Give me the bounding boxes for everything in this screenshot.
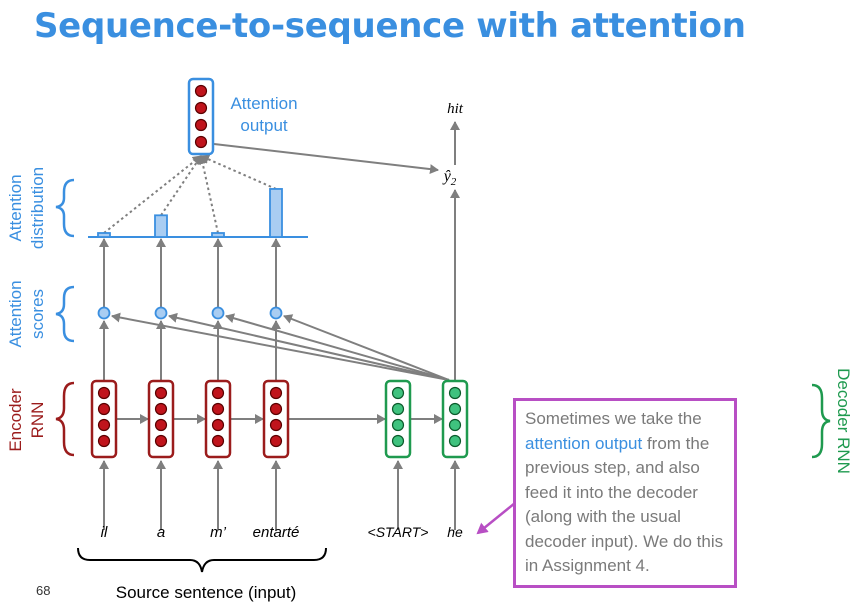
source-word-4: entarté [253, 524, 300, 541]
y-hat-2-label: ŷ2 [442, 168, 457, 188]
attention-score-3 [211, 306, 225, 320]
decoder-input-words: <START> he [368, 524, 463, 540]
decoder-input-word-1: <START> [368, 524, 429, 540]
attention-score-2 [154, 306, 168, 320]
decoder-to-score-arrow-1 [111, 312, 450, 381]
attention-score-4 [269, 306, 283, 320]
source-sentence-label: Source sentence (input) [116, 583, 297, 602]
source-word-3: m’ [210, 524, 226, 541]
brace-decoder [811, 383, 831, 459]
attention-output-vector [187, 77, 215, 156]
source-word-2: a [157, 524, 165, 541]
attention-output-highlight: attention output [525, 433, 643, 453]
weighted-sum-arrow-3 [197, 155, 219, 234]
source-words: il a m’ entarté [101, 524, 300, 541]
decoder-cell-1 [384, 379, 412, 459]
decoder-to-score-arrow-3 [225, 313, 450, 381]
encoder-cell-1 [90, 379, 118, 459]
distribution-bar-1 [97, 232, 111, 238]
decoder-rnn-label: Decoder RNN [834, 368, 853, 474]
decoder-to-score-arrow-2 [168, 312, 450, 381]
assignment-note: Sometimes we take the attention output f… [513, 398, 737, 588]
encoder-cell-3 [204, 379, 232, 459]
rnn-cells [90, 379, 469, 459]
decoder-input-word-2: he [447, 524, 463, 540]
weighted-sum-arrow-1 [103, 155, 202, 234]
brace-source [77, 547, 327, 573]
weighted-sum-arrow-4 [200, 154, 277, 190]
score-circles [97, 306, 283, 320]
attention-output-to-yhat-arrow [213, 143, 439, 175]
output-word-hit: hit [447, 101, 464, 117]
page-number: 68 [36, 583, 51, 598]
distribution-bars [97, 188, 283, 238]
decoder-to-score-arrow-4 [283, 314, 450, 381]
distribution-bar-2 [154, 214, 168, 238]
encoder-cell-2 [147, 379, 175, 459]
weighted-sum-arrow-2 [160, 155, 202, 216]
brace-distribution [55, 178, 75, 238]
arrows-layer [99, 121, 460, 530]
attention-score-1 [97, 306, 111, 320]
brace-scores [55, 285, 75, 343]
note-pointer-arrow [476, 502, 516, 535]
brace-encoder [55, 381, 75, 457]
page-title: Sequence-to-sequence with attention [34, 6, 746, 46]
distribution-bar-3 [211, 232, 225, 238]
distribution-bar-4 [269, 188, 283, 238]
source-word-1: il [101, 524, 108, 541]
decoder-cell-2 [441, 379, 469, 459]
encoder-cell-4 [262, 379, 290, 459]
